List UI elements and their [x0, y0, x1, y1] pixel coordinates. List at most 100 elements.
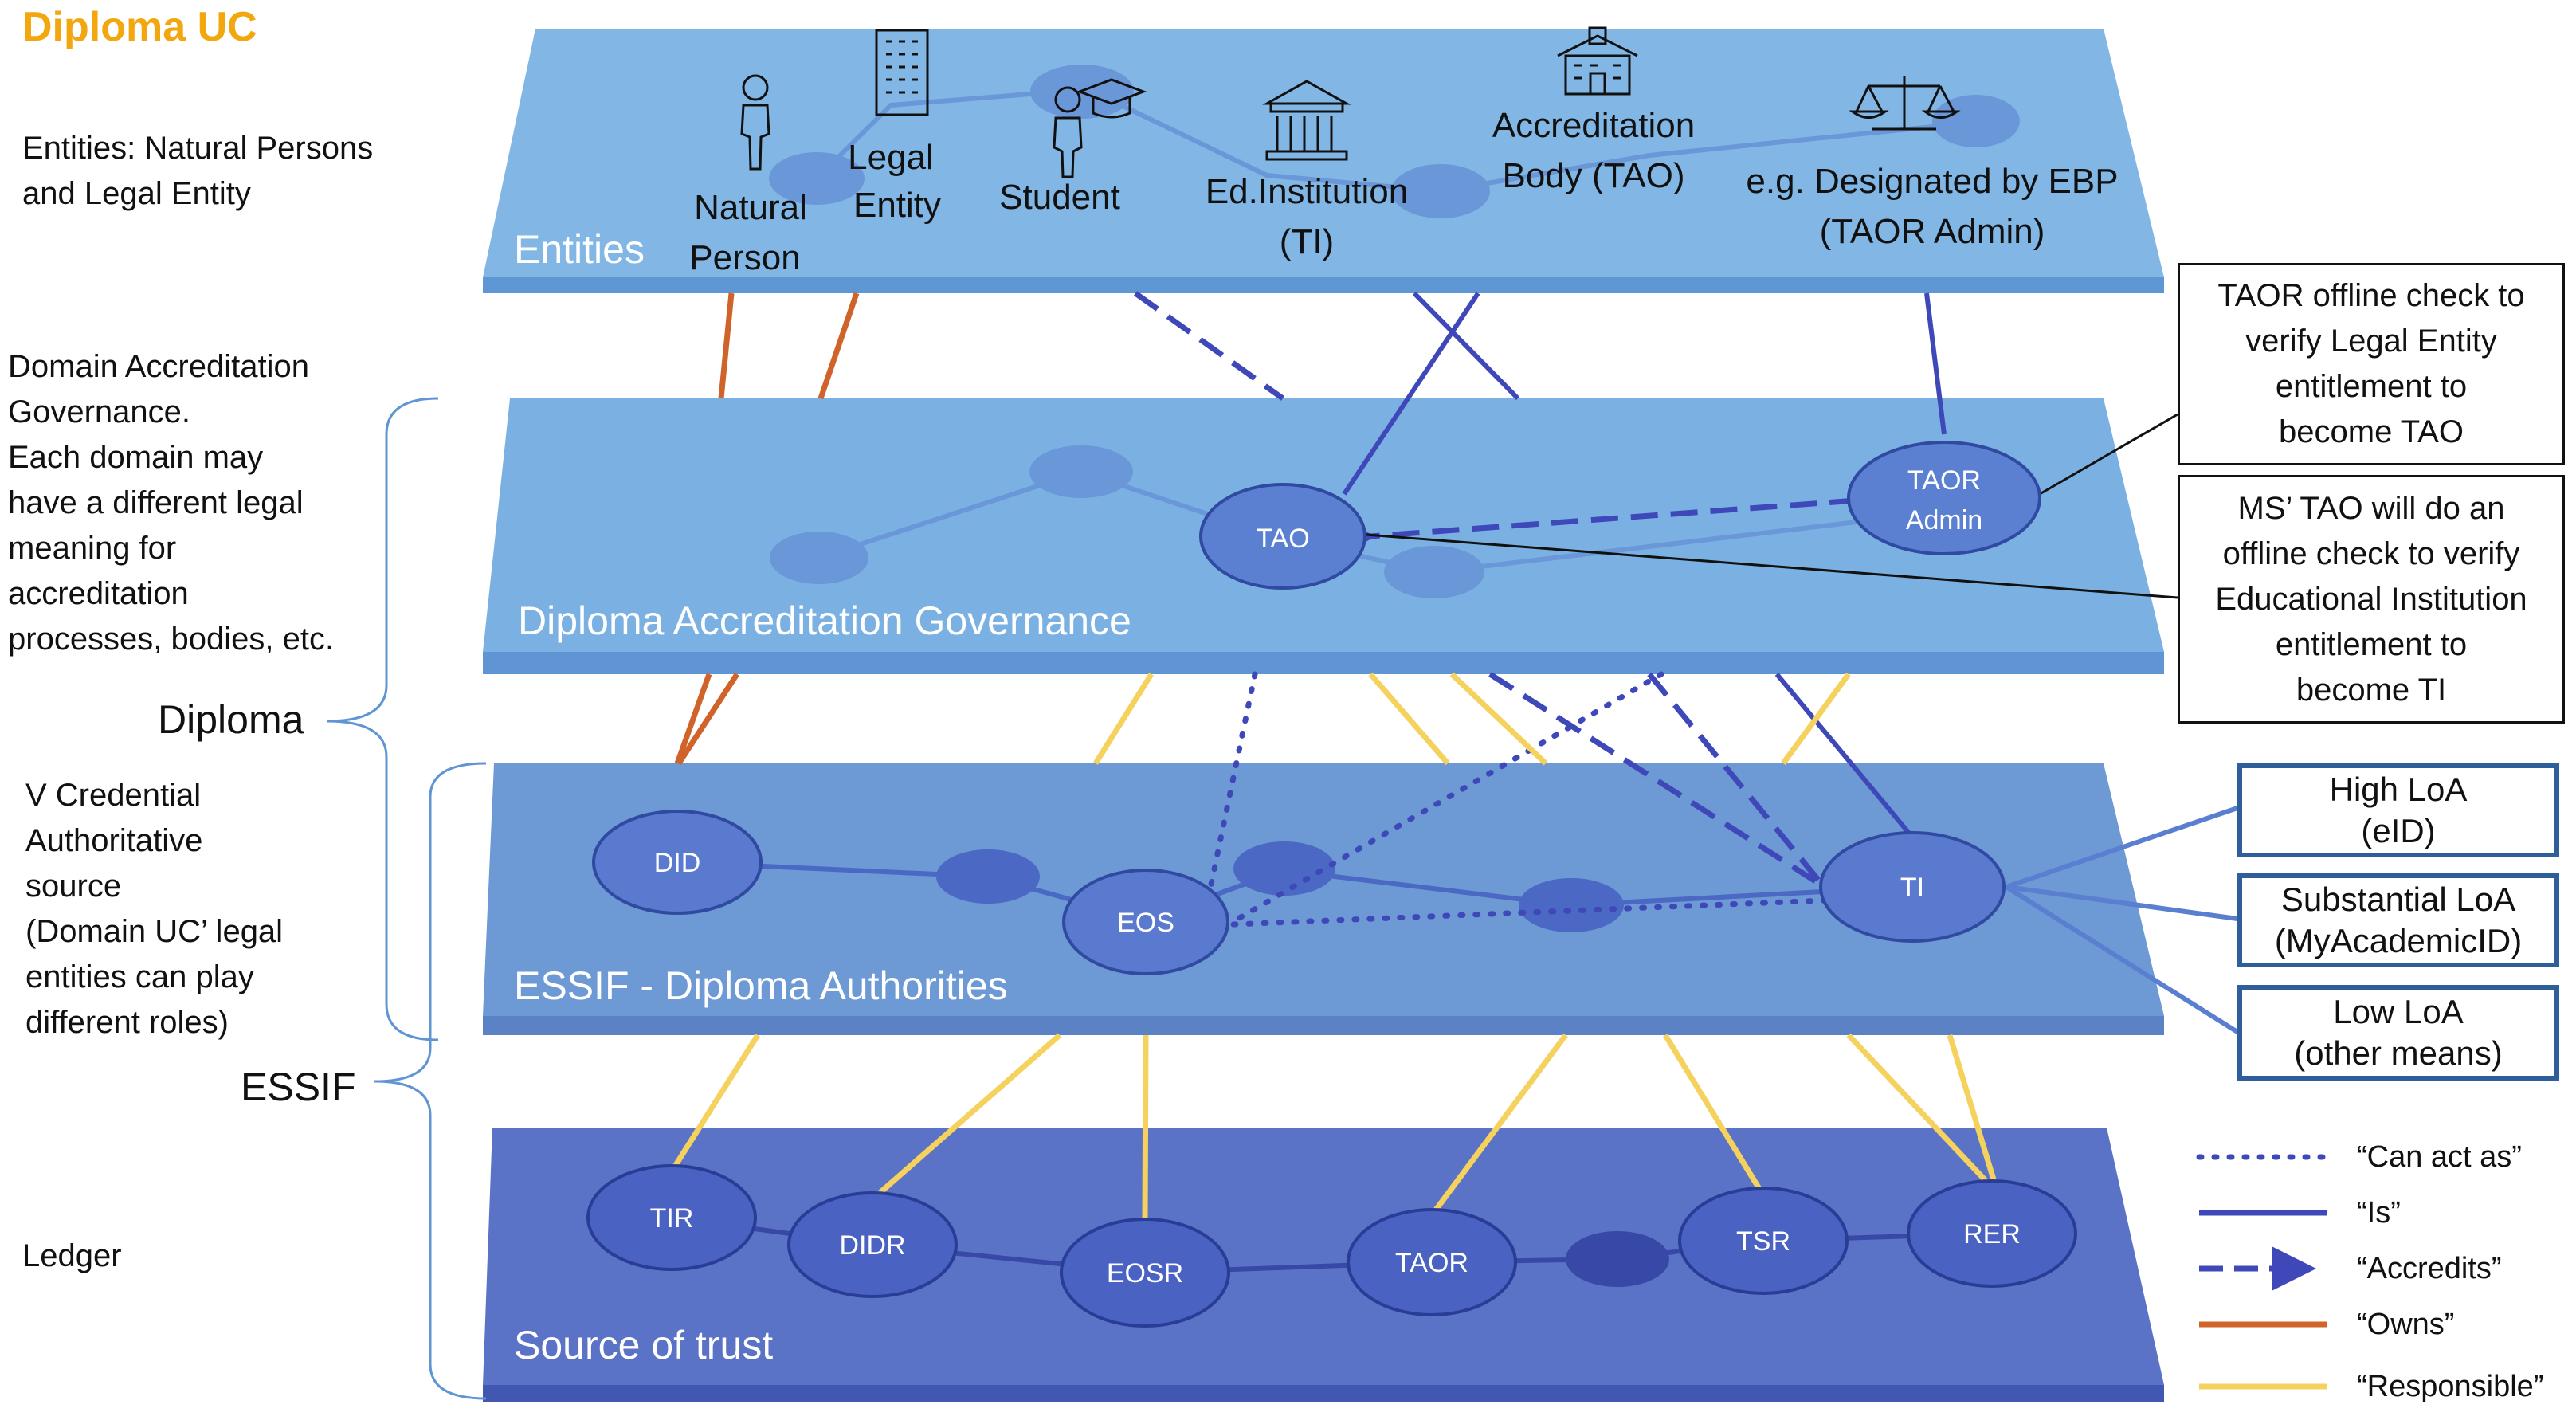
- node-tsr[interactable]: [1678, 1187, 1849, 1295]
- loa-connectors: [2005, 806, 2239, 1034]
- credential-description: V Credential Authoritative source (Domai…: [25, 773, 283, 1045]
- loa-high-subtitle: (eID): [2361, 812, 2436, 849]
- essif-bracket: [374, 762, 487, 1400]
- accreditation-building-icon: [1557, 26, 1638, 96]
- diploma-bracket: [326, 397, 439, 1041]
- governance-desc-line: accreditation: [8, 576, 189, 611]
- layer-authorities: [483, 763, 2164, 1035]
- node-eosr-label: EOSR: [1107, 1258, 1183, 1289]
- layer-governance-edge: [483, 652, 2164, 674]
- scales-icon: [1849, 76, 1961, 131]
- callout-line: become TAO: [2279, 414, 2464, 449]
- node-ti[interactable]: [1819, 831, 2006, 943]
- governance-desc-line: Governance.: [8, 394, 191, 430]
- callout-line: become TI: [2296, 672, 2447, 708]
- callout-pointers: [1366, 413, 2178, 599]
- node-taor-admin-label-2: Admin: [1906, 505, 1982, 535]
- credential-desc-line: Authoritative: [25, 823, 203, 858]
- entity-accreditation-body-2: Body (TAO): [1502, 156, 1684, 195]
- node-ti-label: TI: [1900, 873, 1924, 903]
- institution-icon: [1262, 80, 1351, 161]
- node-taor[interactable]: [1347, 1208, 1517, 1316]
- credential-desc-line: source: [25, 869, 122, 904]
- credential-desc-line: different roles): [25, 1005, 229, 1040]
- layer-entities-plane: [483, 29, 2164, 277]
- governance-desc-line: processes, bodies, etc.: [8, 622, 335, 657]
- credential-desc-line: (Domain UC’ legal: [25, 914, 284, 949]
- accredits-lines: [1133, 291, 1857, 895]
- entity-ed-institution-2: (TI): [1280, 222, 1334, 261]
- person-icon: [740, 74, 770, 171]
- ledger-label: Ledger: [22, 1238, 122, 1273]
- legend-lines: [2196, 1154, 2330, 1390]
- node-rer-label: RER: [1963, 1219, 2021, 1249]
- entity-ed-institution-1: Ed.Institution: [1206, 172, 1408, 211]
- entity-natural-person-2: Person: [689, 238, 800, 277]
- loa-substantial-subtitle: (MyAcademicID): [2274, 922, 2523, 959]
- loa-low-subtitle: (other means): [2294, 1034, 2503, 1072]
- trust-nodes: TIR DIDR EOSR TAOR TSR RER: [586, 1164, 2077, 1328]
- callout-line: entitlement to: [2275, 626, 2468, 662]
- callout-line: Educational Institution: [2215, 581, 2527, 617]
- node-tao[interactable]: [1199, 483, 1366, 590]
- node-didr[interactable]: [787, 1191, 958, 1298]
- node-taor-label: TAOR: [1395, 1248, 1468, 1278]
- entities-inner-graph: [814, 88, 1989, 194]
- governance-desc-line: Each domain may: [8, 440, 264, 475]
- authorities-dots: [936, 841, 1624, 932]
- callout-ms-tao-check: MS’ TAO will do an offline check to veri…: [2178, 475, 2565, 724]
- layer-label-trust: Source of trust: [514, 1323, 773, 1367]
- layer-entities-edge: [483, 277, 2164, 293]
- responsible-lines: [669, 672, 1999, 1224]
- layer-authorities-edge: [483, 1016, 2164, 1035]
- callout-line: verify Legal Entity: [2245, 324, 2497, 359]
- diagram-title: Diploma UC: [22, 4, 257, 50]
- callout-line: TAOR offline check to: [2217, 278, 2525, 313]
- entities-description: Entities: Natural Persons and Legal Enti…: [22, 126, 373, 217]
- node-eos-label: EOS: [1117, 908, 1174, 938]
- essif-group-label: ESSIF: [241, 1065, 356, 1109]
- governance-desc-line: meaning for: [8, 531, 177, 566]
- loa-substantial-title: Substantial LoA: [2280, 881, 2516, 918]
- governance-dots: [770, 445, 1484, 598]
- credential-desc-line: entities can play: [25, 959, 254, 994]
- node-rer[interactable]: [1907, 1179, 2077, 1288]
- entity-legal-entity-1: Legal: [848, 138, 934, 177]
- node-didr-label: DIDR: [839, 1230, 905, 1261]
- node-eosr[interactable]: [1060, 1218, 1230, 1328]
- legend-label-accredits: “Accredits”: [2357, 1252, 2502, 1285]
- node-did-label: DID: [654, 848, 701, 878]
- node-tir-label: TIR: [650, 1203, 694, 1234]
- layer-label-governance: Diploma Accreditation Governance: [518, 598, 1131, 643]
- trust-dots: [1566, 1231, 1669, 1287]
- layer-labels: Entities Diploma Accreditation Governanc…: [514, 227, 1131, 1367]
- layer-trust-edge: [483, 1385, 2164, 1402]
- legend-label-can-act-as: “Can act as”: [2357, 1140, 2522, 1174]
- entity-designated-1: e.g. Designated by EBP: [1746, 162, 2118, 201]
- callout-line: MS’ TAO will do an: [2237, 490, 2505, 526]
- is-lines: [1342, 291, 1947, 837]
- node-taor-admin[interactable]: [1847, 441, 2041, 555]
- node-taor-admin-label-1: TAOR: [1907, 465, 1981, 496]
- node-tir[interactable]: [586, 1164, 757, 1271]
- legend-label-owns: “Owns”: [2357, 1308, 2454, 1341]
- credential-desc-line: V Credential: [25, 778, 202, 813]
- entity-student: Student: [999, 178, 1120, 217]
- entities-desc-line: and Legal Entity: [22, 176, 251, 211]
- node-eos[interactable]: [1062, 869, 1229, 975]
- layer-label-entities: Entities: [514, 227, 645, 272]
- governance-desc-line: have a different legal: [8, 485, 304, 520]
- entities-dots: [769, 65, 2020, 218]
- governance-nodes: TAO TAOR Admin: [1199, 441, 2041, 590]
- loa-low-box: Low LoA (other means): [2237, 985, 2559, 1081]
- node-tao-label: TAO: [1256, 524, 1309, 554]
- legend-label-responsible: “Responsible”: [2357, 1370, 2543, 1403]
- legend-label-is: “Is”: [2357, 1196, 2401, 1230]
- governance-desc-line: Domain Accreditation: [8, 349, 309, 384]
- node-did[interactable]: [592, 810, 763, 915]
- layer-label-authorities: ESSIF - Diploma Authorities: [514, 963, 1008, 1008]
- student-icon: [1053, 78, 1147, 178]
- loa-high-title: High LoA: [2329, 771, 2468, 808]
- loa-low-title: Low LoA: [2333, 993, 2464, 1030]
